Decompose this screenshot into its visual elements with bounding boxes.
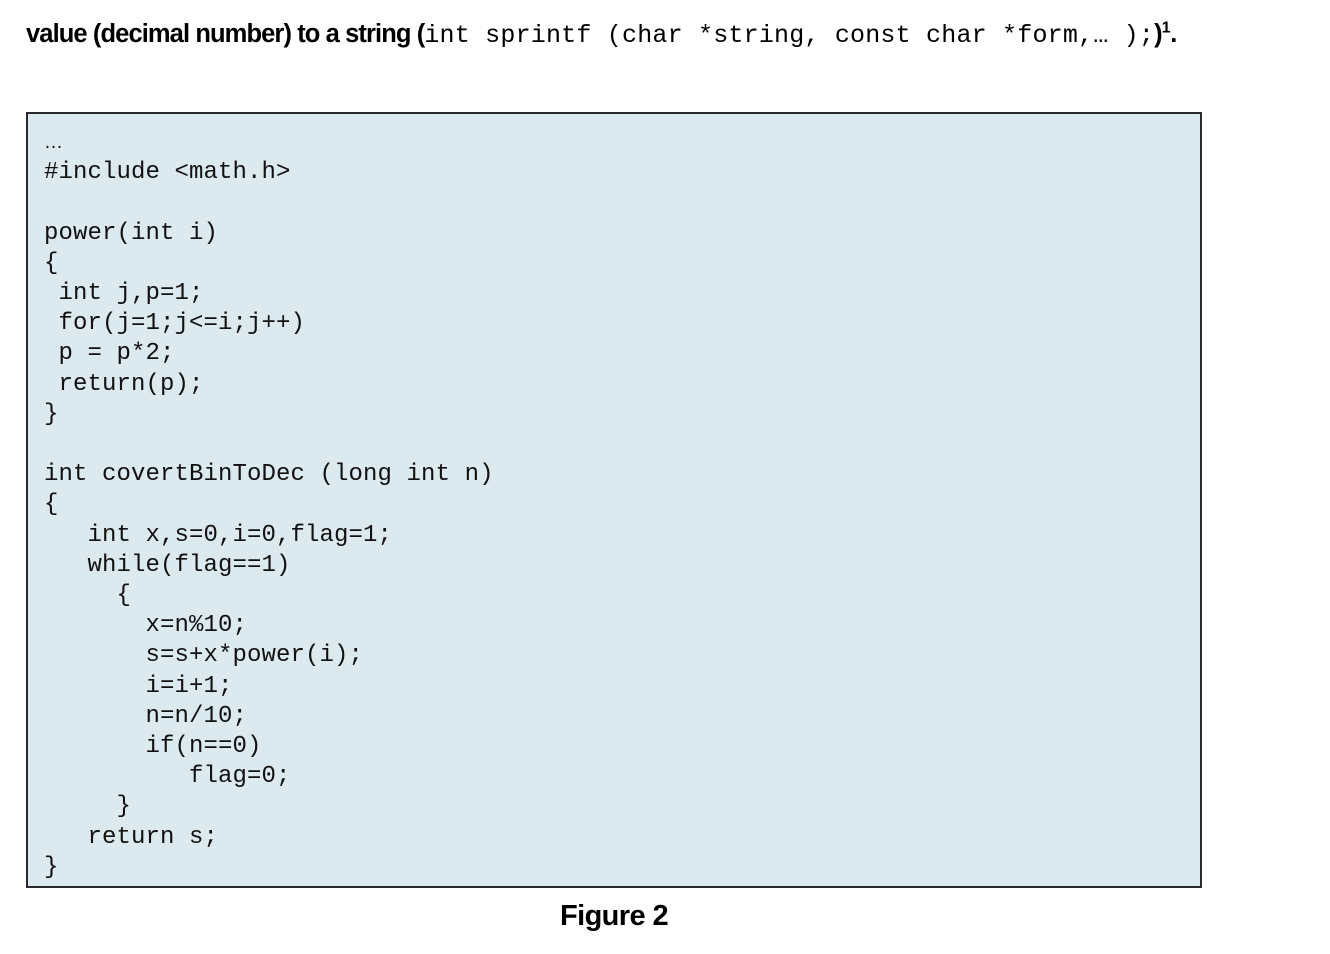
code-line: while(flag==1) (44, 551, 291, 579)
code-line: int x,s=0,i=0,flag=1; (44, 521, 393, 549)
intro-prose-close-paren: ) (1154, 20, 1162, 48)
code-listing: …#include <math.h> power(int i){ int j,p… (28, 114, 1200, 883)
code-line (44, 188, 1200, 218)
code-line: #include <math.h> (44, 159, 291, 187)
code-line: power(int i) (44, 219, 219, 247)
code-ellipsis: … (44, 132, 64, 153)
code-line: i=i+1; (44, 672, 233, 700)
code-line: int covertBinToDec (long int n) (44, 461, 494, 489)
footnote-marker: 1 (1161, 19, 1171, 37)
code-line: } (44, 793, 132, 821)
code-line: for(j=1;j<=i;j++) (44, 310, 306, 338)
code-line: return s; (44, 823, 219, 851)
code-line: if(n==0) (44, 733, 262, 761)
code-line (44, 430, 1200, 460)
code-line: … (44, 128, 1200, 158)
code-line: { (44, 491, 59, 519)
code-line: p = p*2; (44, 340, 175, 368)
code-line: } (44, 400, 59, 428)
code-line: n=n/10; (44, 702, 248, 730)
code-line: { (44, 249, 59, 277)
code-line: return(p); (44, 370, 204, 398)
code-line: int j,p=1; (44, 280, 204, 307)
code-figure-box: …#include <math.h> power(int i){ int j,p… (26, 112, 1202, 888)
code-line: } (44, 853, 59, 881)
intro-code-tail: … ); (1093, 21, 1155, 50)
code-line: flag=0; (44, 763, 291, 791)
intro-prose-period: . (1170, 20, 1177, 48)
intro-paragraph: value (decimal number) to a string (int … (26, 12, 1316, 58)
intro-prose-lead: value (decimal number) to a string ( (26, 20, 425, 48)
code-line: s=s+x*power(i); (44, 642, 364, 670)
figure-caption: Figure 2 (560, 900, 669, 932)
intro-code-signature: int sprintf (char *string, const char *f… (424, 21, 1094, 50)
code-line: { (44, 582, 132, 610)
code-line: x=n%10; (44, 612, 248, 640)
